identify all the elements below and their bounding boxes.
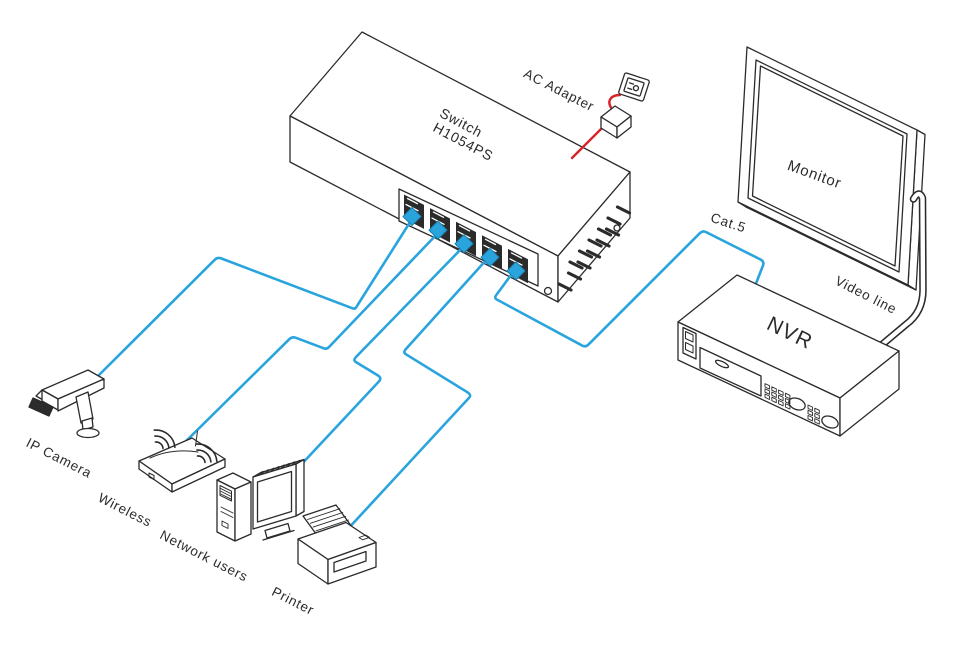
screw-holes xyxy=(543,224,621,296)
line-art xyxy=(28,31,927,585)
wireless-router-icon xyxy=(138,429,226,493)
printer-icon xyxy=(297,504,377,585)
tower-vent xyxy=(219,485,232,502)
screw-hole-icon xyxy=(543,286,553,296)
nvr-tray-slot xyxy=(714,359,730,369)
switch-device xyxy=(289,31,632,303)
label-cat5: Cat.5 xyxy=(709,210,748,235)
monitor-screen xyxy=(751,65,904,267)
power-group xyxy=(570,72,650,160)
camera-base xyxy=(76,427,100,439)
crt-grille xyxy=(254,459,301,477)
cable-to-printer xyxy=(344,256,490,533)
nvr-right-face xyxy=(839,350,900,437)
cable-to-wireless-router xyxy=(175,231,440,452)
nvr-left-panel xyxy=(682,326,697,360)
printer-paper-lines xyxy=(307,508,349,532)
nvr-knob xyxy=(821,415,839,429)
power-cable-adapter-to-outlet xyxy=(608,93,622,111)
camera-lens xyxy=(28,397,54,417)
nvr-buttons xyxy=(764,383,820,425)
cable-to-ip-camera xyxy=(97,217,414,377)
printer-side xyxy=(327,541,377,585)
cable-cat5-to-nvr xyxy=(493,230,765,348)
printer-output-slot xyxy=(333,550,367,573)
desktop-computer-icon xyxy=(216,458,305,542)
label-ac-adapter: AC Adapter xyxy=(521,66,597,114)
ip-camera-icon xyxy=(28,369,105,439)
wall-outlet-icon xyxy=(618,72,650,102)
tower-details xyxy=(219,487,234,529)
camera-mount xyxy=(75,391,94,424)
label-ip-camera: IP Camera xyxy=(24,435,95,481)
printer-button xyxy=(358,534,370,541)
switch-right-face xyxy=(557,171,631,303)
cable-to-network-users xyxy=(296,244,466,470)
nvr-knob xyxy=(788,397,806,411)
crt-stand xyxy=(264,522,291,539)
power-cable-switch-to-adapter xyxy=(570,125,605,160)
rj45-plugs xyxy=(402,207,526,281)
monitor-device xyxy=(737,46,926,291)
nvr-dvd-tray xyxy=(699,346,762,397)
label-wireless: Wireless xyxy=(96,490,155,530)
crt-screen xyxy=(256,470,293,523)
tower-side xyxy=(234,481,252,542)
crt-side xyxy=(295,458,305,517)
nvr-panel-switches xyxy=(685,331,694,354)
vent-slats xyxy=(557,205,632,292)
screw-hole-icon xyxy=(613,224,621,232)
label-printer: Printer xyxy=(269,584,316,618)
ac-adapter-icon xyxy=(600,105,632,139)
ethernet-cables xyxy=(97,217,765,533)
nvr-device xyxy=(677,274,900,437)
wifi-waves-icon xyxy=(153,429,218,464)
label-video-line: Video line xyxy=(833,273,900,317)
video-line-cable xyxy=(874,190,927,352)
